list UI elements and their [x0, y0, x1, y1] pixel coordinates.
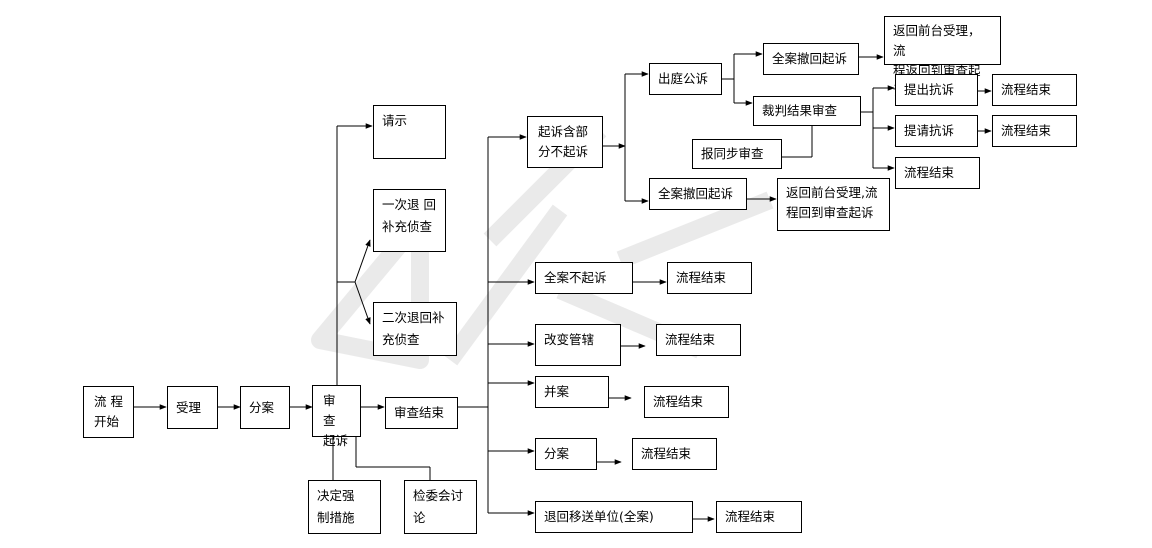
node-review-prosecution: 审 查 起诉: [312, 385, 361, 448]
node-appeal-end: 流程结束: [992, 74, 1077, 106]
node-start: 流 程 开始: [83, 386, 134, 438]
node-request-appeal: 提请抗诉: [895, 115, 978, 147]
node-accept: 受理: [167, 386, 218, 429]
node-no-prosecution: 全案不起诉: [535, 262, 633, 294]
node-appeal: 提出抗诉: [895, 74, 978, 106]
node-court-appearance: 出庭公诉: [649, 63, 722, 95]
node-committee-discussion: 检委会讨 论: [404, 480, 477, 534]
node-merge-end: 流程结束: [644, 386, 729, 418]
node-assign: 分案: [240, 386, 290, 429]
node-merge: 并案: [535, 376, 609, 408]
node-return-transfer-unit: 退回移送单位(全案): [535, 501, 693, 533]
node-change-jurisdiction: 改变管辖: [535, 324, 621, 366]
node-supplementary-investigation-2: 二次退回补 充侦查: [373, 302, 457, 356]
node-supplementary-investigation-1: 一次退 回 补充侦查: [373, 189, 446, 252]
node-request-appeal-end: 流程结束: [992, 115, 1077, 147]
node-coercive-measures: 决定强 制措施: [308, 480, 381, 534]
node-sync-review: 报同步审查: [692, 139, 782, 169]
node-change-end: 流程结束: [656, 324, 741, 356]
node-return-front-mid: 返回前台受理,流 程回到审查起诉: [777, 178, 890, 231]
node-no-prosecution-end: 流程结束: [667, 262, 752, 294]
watermark-logo: [311, 123, 774, 369]
node-verdict-review: 裁判结果审查: [753, 96, 861, 126]
node-return-transfer-unit-end: 流程结束: [716, 501, 802, 533]
node-withdraw-mid: 全案撤回起诉: [649, 178, 747, 210]
node-verdict-end: 流程结束: [895, 157, 980, 189]
node-withdraw-top: 全案撤回起诉: [763, 43, 859, 75]
node-split: 分案: [535, 438, 597, 470]
node-review-end: 审查结束: [385, 397, 458, 429]
node-prosecute: 起诉含部 分不起诉: [527, 116, 603, 168]
node-report: 请示: [373, 105, 446, 159]
node-split-end: 流程结束: [632, 438, 717, 470]
node-return-front-top: 返回前台受理，流 程返回到审查起诉: [884, 16, 1001, 98]
